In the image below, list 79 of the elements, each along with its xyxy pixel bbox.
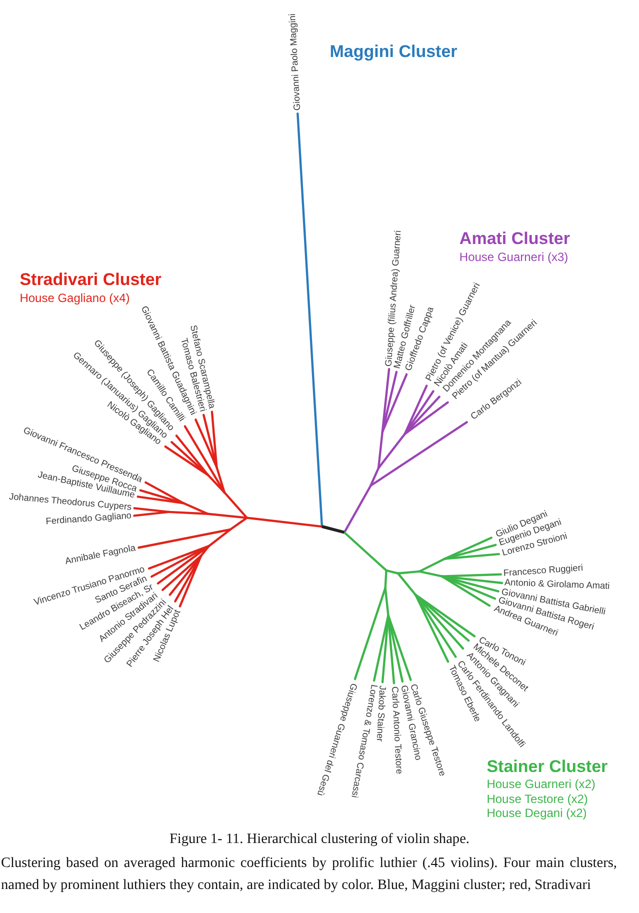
tree-branch [414, 594, 476, 638]
tree-branch [223, 491, 248, 519]
tree-branch [202, 414, 218, 468]
tree-branch [174, 554, 202, 602]
leaf-label: Francesco Ruggieri [503, 564, 584, 580]
tree-branch [396, 570, 421, 574]
tree-branch [440, 573, 502, 578]
cluster-title: Stainer Cluster [486, 756, 608, 776]
tree-branch [377, 432, 406, 470]
tree-branch [370, 421, 468, 487]
cluster-note: House Degani (x2) [486, 807, 587, 822]
tree-branch [381, 370, 398, 434]
tree-branch [387, 614, 404, 683]
tree-branch [194, 418, 218, 468]
tree-branch [440, 575, 500, 592]
cluster-note: House Testore (x2) [486, 792, 588, 807]
tree-branch [384, 569, 388, 590]
tree-branch [414, 594, 450, 663]
tree-branch [246, 516, 324, 528]
tree-branch [404, 384, 428, 436]
tree-branch [387, 614, 396, 684]
tree-branch [418, 570, 443, 578]
tree-branch [162, 554, 202, 591]
tree-branch [384, 586, 390, 616]
tree-branch [414, 594, 457, 658]
tree-branch [404, 396, 440, 436]
tree-branch [208, 528, 232, 548]
tree-branch [206, 474, 226, 494]
cluster-title: Maggini Cluster [330, 42, 458, 62]
cluster-title: Amati Cluster [459, 229, 570, 249]
tree-branch [168, 510, 209, 515]
tree-branch [396, 572, 417, 596]
tree-branch [136, 496, 185, 504]
tree-branch [387, 614, 412, 681]
leaf-label: Giovanni Paolo Maggini [288, 14, 302, 111]
tree-branch [385, 569, 400, 574]
tree-branch [182, 502, 209, 515]
tree-branch [414, 594, 464, 650]
tree-branch [168, 554, 202, 596]
tree-branch [216, 466, 226, 494]
tree-branch [444, 544, 497, 560]
leaf-label: Annibale Fagnola [64, 544, 136, 567]
tree-branch [144, 481, 185, 504]
tree-branch [444, 536, 493, 560]
tree-branch [418, 558, 446, 573]
tree-branch [170, 441, 209, 476]
tree-branch [440, 575, 496, 600]
tree-branch [206, 512, 248, 519]
figure-caption: Figure 1- 11. Hierarchical clustering of violin shape. [168, 830, 470, 849]
tree-branch [138, 528, 232, 549]
tree-branch [404, 390, 434, 436]
tree-branch [133, 507, 170, 514]
cluster-note: House Guarneri (x2) [486, 778, 596, 792]
tree-branch [139, 489, 185, 504]
tree-branch [381, 614, 390, 684]
cluster-note: House Guarneri (x3) [459, 250, 568, 264]
tree-branch [354, 586, 386, 680]
tree-branch [164, 445, 209, 476]
tree-branch [404, 401, 449, 436]
tree-branch [229, 516, 248, 531]
tree-branch [440, 575, 491, 607]
caption-text: Clustering based on averaged harmonic coefficients by prolific luthier (.45 violins). Four main clusters, named by prominent luthiers they contain, are indicated by color. Blue, Maggini cluster; red, Stradivari [1, 854, 617, 895]
tree-branch [133, 510, 170, 517]
central-branch [322, 525, 345, 534]
tree-branch [175, 434, 209, 476]
tree-branch [372, 614, 390, 682]
tree-branch [296, 112, 324, 528]
tree-branch [150, 544, 210, 578]
tree-branch [440, 575, 504, 584]
tree-branch [381, 373, 408, 434]
tree-branch [178, 554, 202, 608]
tree-branch [200, 544, 210, 557]
cluster-title: Stradivari Cluster [20, 270, 162, 290]
tree-branch [343, 531, 388, 572]
cluster-note: House Gagliano (x4) [20, 292, 130, 306]
tree-branch [444, 552, 500, 560]
leaf-label: Ferdinando Gagliano [45, 511, 132, 527]
tree-branch [156, 544, 210, 584]
tree-branch [148, 544, 210, 570]
